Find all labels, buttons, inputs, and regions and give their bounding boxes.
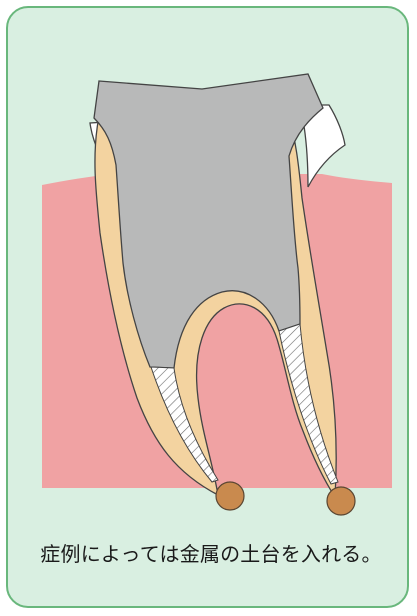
- diagram-caption: 症例によっては金属の土台を入れる。: [26, 542, 396, 566]
- left-root-apex-ball: [216, 482, 244, 510]
- right-root-apex-ball: [327, 487, 355, 515]
- diagram-panel: 症例によっては金属の土台を入れる。: [6, 6, 409, 608]
- tooth-cross-section-diagram: [42, 48, 392, 528]
